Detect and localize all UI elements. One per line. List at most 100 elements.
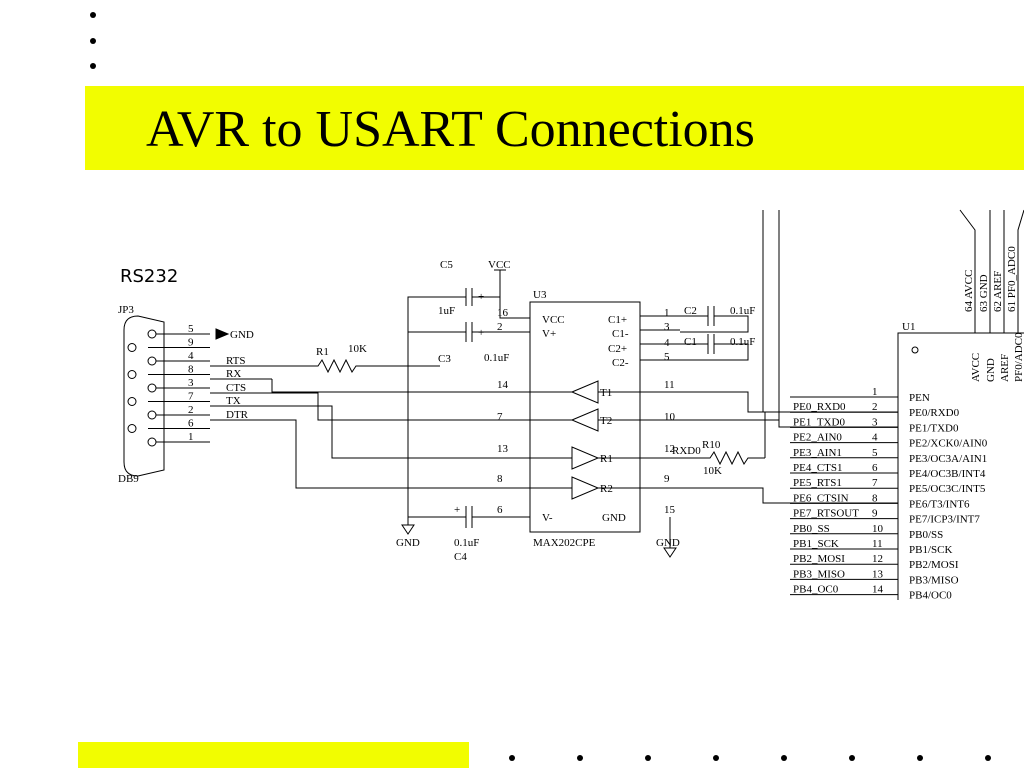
u1-net-label: PE2_AIN0 [793, 432, 842, 444]
footer-dot [645, 755, 651, 761]
u1-net-label: PE6_CTSIN [793, 492, 849, 504]
c4-capacitor: + [408, 504, 530, 528]
connector-gnd-label: GND [230, 329, 254, 341]
u1-pin-name: PE2/XCK0/AIN0 [909, 438, 988, 450]
u1-pin-number: 3 [872, 416, 878, 428]
c2-value: 0.1uF [730, 305, 755, 317]
u1-pin-name: PE7/ICP3/INT7 [909, 514, 980, 526]
u3-right-pin-number: 11 [664, 379, 675, 391]
u1-inner-top-label: AVCC [970, 353, 982, 382]
u1-pin-number: 4 [872, 432, 878, 444]
connector-pin-hole [127, 424, 137, 433]
u1-pin-name: PE6/T3/INT6 [909, 498, 970, 510]
gate-r1 [571, 446, 600, 470]
u3-right-pin-number: 5 [664, 351, 670, 363]
connector-pin-hole [147, 437, 157, 447]
u1-pin-name: PE4/OC3B/INT4 [909, 468, 986, 480]
u1-net-label: PB0_SS [793, 523, 830, 535]
u3-pin-label: C1+ [608, 314, 627, 326]
c1-value: 0.1uF [730, 336, 755, 348]
connector-pin-number: 3 [188, 377, 194, 389]
gnd-arrow-icon [215, 328, 230, 340]
connector-pin-number: 6 [188, 418, 194, 430]
connector-pin-hole [127, 370, 137, 379]
u1-net-label: PE3_AIN1 [793, 447, 842, 459]
u1-pin-name: PB1/SCK [909, 544, 952, 556]
c5-capacitor: + [407, 269, 530, 525]
u1-net-label: PB1_SCK [793, 538, 839, 550]
u3-right-pin-number: 1 [664, 307, 670, 319]
gate-label: T1 [600, 387, 612, 399]
u1-pin-number: 6 [872, 462, 878, 474]
connector-pin-hole [127, 397, 137, 406]
footer-dot [781, 755, 787, 761]
vcc-label: VCC [488, 259, 511, 271]
u1-inner-top-label: GND [985, 358, 997, 382]
u1-net-label: PE0_RXD0 [793, 401, 846, 413]
c4-ref: C4 [454, 551, 467, 563]
gate-t2 [570, 408, 599, 432]
u1-pin-number: 2 [872, 401, 878, 413]
u1-pin-number: 8 [872, 492, 878, 504]
u1-net-label: PB2_MOSI [793, 553, 845, 565]
u3-right-pin-number: 12 [664, 443, 675, 455]
db9-shell [123, 315, 165, 477]
u3-left-pin-number: 6 [497, 504, 503, 516]
u3-pin-label: V- [542, 512, 553, 524]
u1-pin-name: PB4/OC0 [909, 590, 952, 600]
r10-ref: R10 [702, 439, 721, 451]
signal-label-cts: CTS [226, 382, 246, 394]
u3-pin-label: C2- [612, 357, 629, 369]
u3-pin-label: VCC [542, 314, 565, 326]
c3-capacitor: + [408, 322, 530, 342]
connector-pin-number: 7 [188, 391, 194, 403]
connector-pin-number: 2 [188, 404, 194, 416]
gate-r2 [571, 476, 600, 500]
u1-net-label: PE4_CTS1 [793, 462, 843, 474]
svg-text:+: + [454, 504, 460, 516]
u1-net-label: PE1_TXD0 [793, 416, 845, 428]
u1-pin-name: PB2/MOSI [909, 559, 959, 571]
u1-net-label: PB3_MISO [793, 568, 845, 580]
max202-body [529, 301, 641, 533]
title-band: AVR to USART Connections [85, 86, 1024, 170]
u1-top-pin-label: 64 AVCC [963, 270, 975, 312]
u1-pin-name: PEN [909, 392, 930, 404]
connector-pin-hole [147, 329, 157, 339]
bullet-dot [90, 38, 96, 44]
u3-right-pin-number: 9 [664, 473, 670, 485]
r1-resistor [272, 358, 440, 374]
db9-connector [123, 315, 165, 477]
connector-pin-hole [127, 343, 137, 352]
u1-net-label: PE5_RTS1 [793, 477, 842, 489]
u3-part: MAX202CPE [533, 537, 596, 549]
connector-pin-number: 4 [188, 350, 194, 362]
u3-left-pin-number: 13 [497, 443, 509, 455]
c3-ref: C3 [438, 353, 451, 365]
u1-net-label: PE7_RTSOUT [793, 508, 859, 520]
c1-capacitor [680, 334, 749, 361]
u3-pin-label: GND [602, 512, 626, 524]
signal-label-rx: RX [226, 368, 241, 380]
c4-value: 0.1uF [454, 537, 479, 549]
svg-text:+: + [478, 327, 484, 339]
u1-top-pin-label: 63 GND [978, 274, 990, 312]
bullet-dot [90, 63, 96, 69]
pin1-indicator [911, 346, 919, 354]
connector-pin-hole [147, 383, 157, 393]
c5-ref: C5 [440, 259, 453, 271]
u1-top-pin-label: 61 PF0_ADC0 [1006, 246, 1018, 312]
footer-band [78, 742, 469, 768]
gnd-left-label: GND [396, 537, 420, 549]
u3-left-pin-number: 16 [497, 307, 509, 319]
c1-ref: C1 [684, 336, 697, 348]
r10-net: RXD0 [672, 445, 701, 457]
c2-ref: C2 [684, 305, 697, 317]
u3-right-pin-number: 10 [664, 411, 676, 423]
footer-dot [509, 755, 515, 761]
u1-pin-number: 14 [872, 584, 884, 596]
u1-net-label: PB4_OC0 [793, 584, 839, 596]
u1-pin-name: PE0/RXD0 [909, 407, 960, 419]
signal-label-tx: TX [226, 395, 241, 407]
